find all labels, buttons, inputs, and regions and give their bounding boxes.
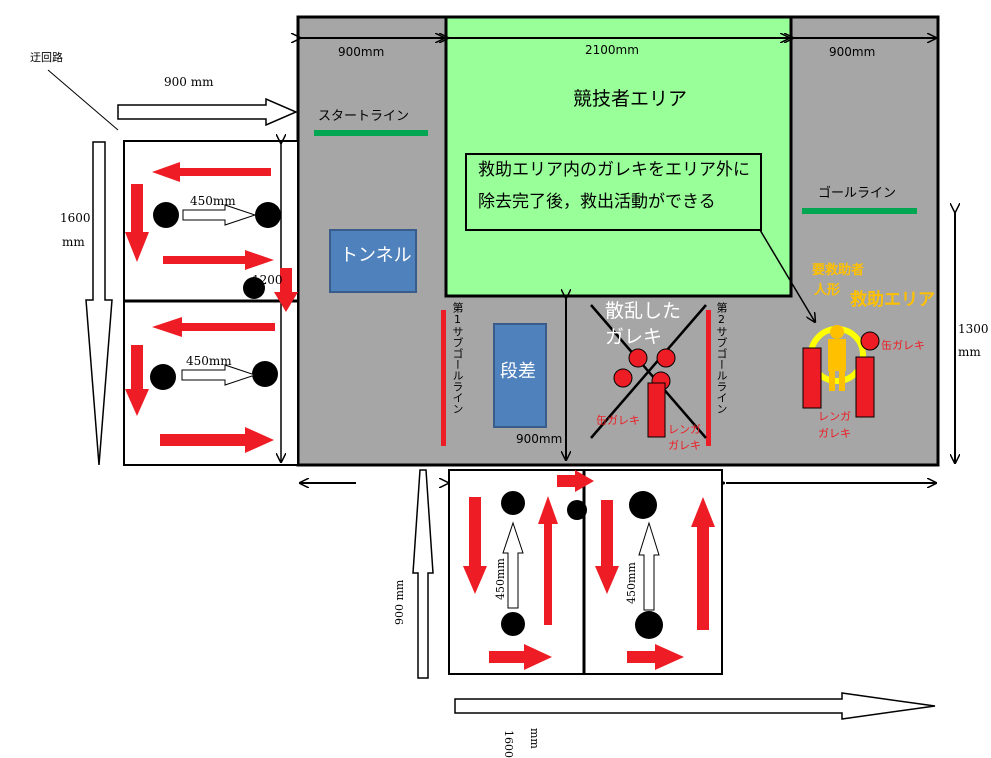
- ball-icon: [252, 361, 278, 387]
- red-arrow-icon: [163, 250, 274, 270]
- double-arrow-icon: [85, 141, 113, 466]
- dim-900-vertical-bottom-label: 900 mm: [393, 579, 406, 625]
- red-arrow-icon: [538, 496, 558, 625]
- can-rubble-piece: [656, 348, 676, 368]
- red-arrow-icon: [152, 317, 275, 337]
- ball-icon: [150, 364, 176, 390]
- dim-900-mid-label: 900mm: [516, 432, 563, 446]
- brick-rubble-right-label-1: レンガ: [818, 410, 851, 423]
- dim-2100-label: 2100mm: [585, 43, 639, 57]
- ball-icon: [243, 277, 265, 299]
- red-arrow-icon: [152, 162, 271, 182]
- can-rubble-label-right: 缶ガレキ: [881, 339, 925, 352]
- brick-rubble-right-label-2: ガレキ: [818, 427, 851, 440]
- ball-icon: [153, 202, 179, 228]
- start-line: [314, 130, 428, 136]
- can-rubble-piece: [613, 368, 633, 388]
- red-arrow-icon: [274, 268, 298, 312]
- dim-900-leftcol-label: 900mm: [338, 45, 385, 59]
- dim-1300-label: 1300: [958, 322, 989, 336]
- double-arrow-icon: [117, 97, 298, 127]
- brick-rubble-piece: [802, 347, 822, 409]
- dim-900-top-label: 900 mm: [164, 75, 214, 89]
- rescuee-label-1: 要救助者: [812, 263, 865, 278]
- sub-goal-line-2: [706, 310, 711, 446]
- ball-icon: [567, 500, 587, 520]
- note-box: [465, 153, 762, 231]
- red-arrow-icon: [557, 470, 594, 492]
- tunnel-label: トンネル: [340, 245, 412, 266]
- double-arrow-icon: [502, 521, 524, 609]
- red-arrow-icon: [463, 497, 487, 594]
- brick-rubble-piece: [647, 382, 666, 438]
- detour-label: 迂回路: [30, 51, 63, 64]
- red-arrow-icon: [125, 184, 149, 262]
- dim-1600-bottom-unit: mm: [528, 728, 541, 749]
- dim-900-rightcol-label: 900mm: [829, 45, 876, 59]
- start-line-label: スタートライン: [318, 109, 410, 124]
- dim-1600-left-unit: mm: [62, 235, 85, 249]
- scattered-rubble-label-2: ガレキ: [605, 326, 663, 348]
- note-text-line1: 救助エリア内のガレキをエリア外に: [478, 160, 750, 180]
- goal-line: [802, 208, 917, 214]
- double-arrow-icon: [181, 364, 257, 386]
- step-block: [493, 323, 547, 428]
- rescuee-label-2: 人形: [814, 283, 841, 298]
- ball-icon: [635, 611, 663, 639]
- step-label: 段差: [500, 361, 536, 382]
- double-arrow-icon: [412, 469, 434, 679]
- note-callout-line: [759, 229, 815, 322]
- red-arrow-icon: [125, 345, 149, 416]
- goal-line-label: ゴールライン: [818, 186, 897, 201]
- brick-rubble-label-2: ガレキ: [668, 439, 701, 452]
- detour-leader: [47, 69, 119, 131]
- rubble-cross-b: [590, 304, 707, 439]
- ball-icon: [629, 491, 657, 519]
- red-arrow-icon: [489, 644, 552, 670]
- dim-450-label-a: 450mm: [190, 194, 236, 208]
- can-rubble-piece: [860, 331, 880, 351]
- dim-1200-label: 1200: [252, 273, 283, 287]
- red-arrow-icon: [627, 644, 684, 670]
- dim-1600-left-label: 1600: [60, 211, 91, 225]
- ball-icon: [501, 491, 525, 515]
- can-rubble-piece: [628, 348, 648, 368]
- sub-goal-1-label: 第1サブゴールライン: [451, 302, 464, 414]
- scattered-rubble-label-1: 散乱した: [605, 300, 682, 322]
- brick-rubble-piece: [855, 356, 875, 418]
- red-arrow-icon: [160, 427, 274, 453]
- dim-1600-bottom-label: 1600: [502, 730, 515, 758]
- ball-icon: [501, 612, 525, 636]
- rescue-area-label: 救助エリア: [850, 290, 935, 310]
- dim-1300-unit: mm: [958, 345, 981, 359]
- note-text-line2: 除去完了後，救出活動ができる: [478, 192, 716, 212]
- dim-450-label-c: 450mm: [494, 558, 507, 600]
- sub-goal-2-label: 第2サブゴールライン: [715, 302, 728, 414]
- can-rubble-label-left: 缶ガレキ: [596, 414, 640, 427]
- dim-450-label-d: 450mm: [625, 562, 638, 604]
- double-arrow-icon: [638, 521, 660, 611]
- tunnel-block: [329, 229, 417, 293]
- dim-450-label-b: 450mm: [186, 354, 232, 368]
- competitor-area-label: 競技者エリア: [573, 88, 688, 110]
- ball-icon: [255, 202, 281, 228]
- double-arrow-icon: [454, 692, 936, 720]
- red-arrow-icon: [595, 500, 619, 594]
- brick-rubble-label-1: レンガ: [668, 423, 701, 436]
- red-arrow-icon: [691, 497, 715, 630]
- double-arrow-icon: [182, 204, 257, 226]
- sub-goal-line-1: [441, 310, 446, 446]
